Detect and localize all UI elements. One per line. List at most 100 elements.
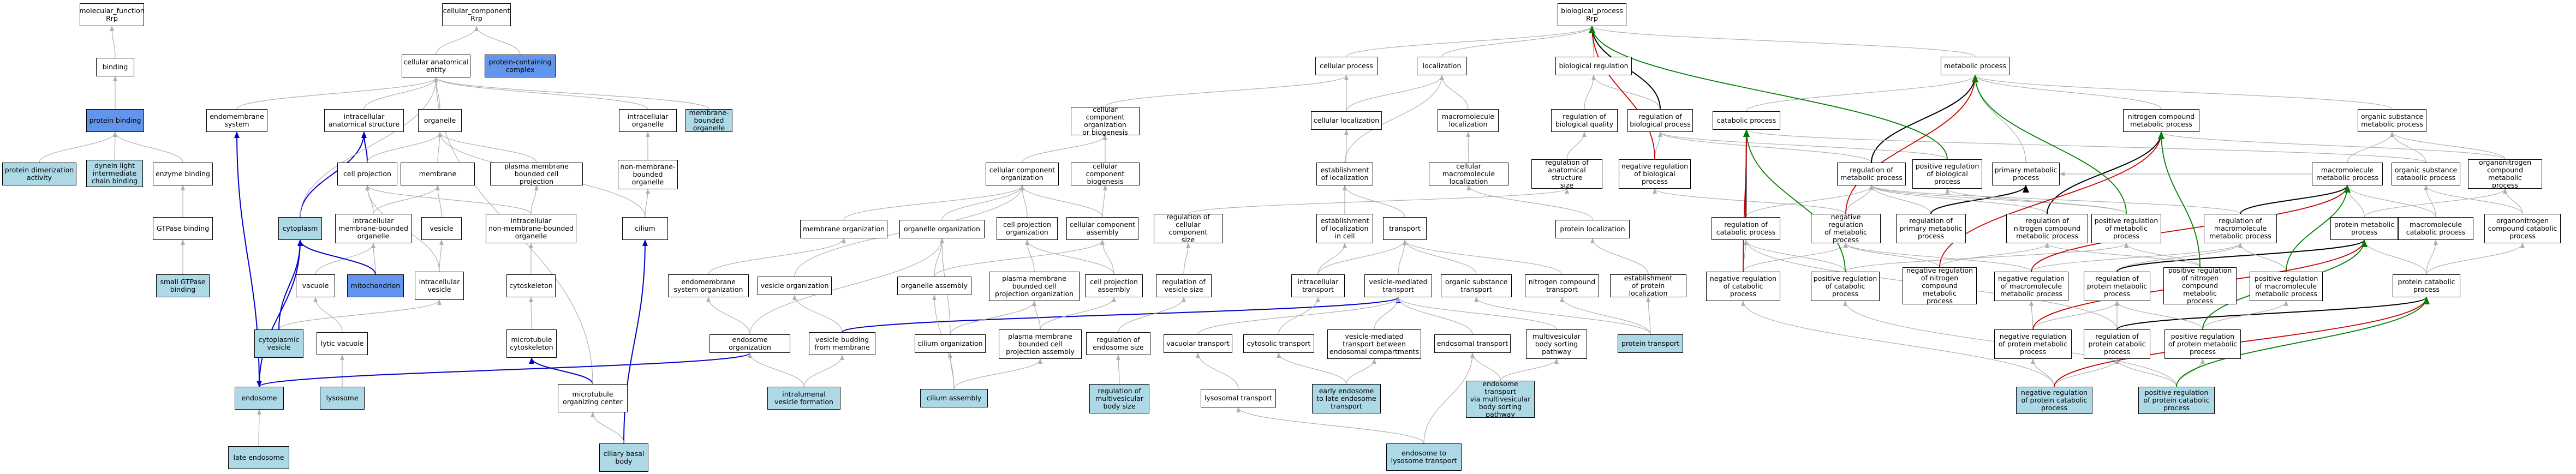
node-microtubule-cytoskeleton[interactable]: microtubule cytoskeleton	[506, 329, 557, 358]
node-endosome-organization[interactable]: endosome organization	[709, 334, 790, 353]
node-positive-regulation-of-protein-metabolic-process[interactable]: positive regulation of protein metabolic…	[2164, 329, 2241, 359]
node-cellular-component-organization-or-biogenesis[interactable]: cellular component organization or bioge…	[1071, 106, 1140, 136]
node-protein-binding[interactable]: protein binding	[86, 109, 144, 132]
node-enzyme-binding[interactable]: enzyme binding	[153, 163, 213, 185]
node-protein-metabolic-process[interactable]: protein metabolic process	[2330, 217, 2398, 240]
node-endomembrane-system-organization[interactable]: endomembrane system organization	[668, 274, 749, 297]
node-regulation-of-multivesicular-body-size[interactable]: regulation of multivesicular body size	[1089, 384, 1149, 413]
node-cell-projection[interactable]: intracellular organelle	[619, 109, 677, 132]
node-negative-regulation-of-metabolic-process[interactable]: negative regulation of metabolic process	[1811, 213, 1881, 244]
node-vacuole[interactable]: vacuole	[296, 274, 335, 297]
node-organelle-assembly[interactable]: organelle assembly	[897, 277, 971, 295]
node-cytoplasm[interactable]: cytoplasm	[278, 217, 322, 240]
node-catabolic-process[interactable]: catabolic process	[1713, 111, 1780, 130]
node-macromolecule-localization[interactable]: macromolecule localization	[1438, 109, 1499, 132]
node-cilium-organization[interactable]: cilium organization	[915, 334, 986, 353]
node-metabolic-process[interactable]: metabolic process	[1941, 57, 2009, 75]
node-intracellular-anatomical-structure[interactable]: intracellular anatomical structure	[324, 109, 404, 132]
node-protein-dimerization-activity[interactable]: protein dimerization activity	[2, 163, 76, 185]
node-lysosome[interactable]: lysosome	[320, 387, 365, 410]
node-intralumenal-vesicle-formation[interactable]: intralumenal vesicle formation	[767, 387, 840, 410]
node-negative-regulation-of-protein-catabolic-process[interactable]: negative regulation of protein catabolic…	[2016, 387, 2092, 414]
node-endosomal-transport[interactable]: endosomal transport	[1434, 334, 1511, 353]
node-cytosolic-transport[interactable]: cytosolic transport	[1243, 334, 1314, 353]
node-vesicle-organization[interactable]: vesicle organization	[758, 277, 832, 295]
node-regulation-of-biological-quality[interactable]: regulation of biological quality	[1551, 109, 1618, 132]
node-endosome-to-lysosome-transport[interactable]: endosome to lysosome transport	[1386, 443, 1462, 471]
node-regulation-of-macromolecule-metabolic-process[interactable]: regulation of macromolecule metabolic pr…	[2204, 214, 2277, 243]
node-intracellular-non-membrane-bounded-organelle[interactable]: intracellular non-membrane-bounded organ…	[486, 214, 576, 243]
node-cellular-component-biogenesis[interactable]: cellular component biogenesis	[1071, 163, 1140, 185]
node-organelle[interactable]: organelle	[418, 109, 462, 132]
node-non-membrane-bounded-organelle[interactable]: plasma membrane bounded cell projection	[490, 163, 583, 185]
node-regulation-of-protein-catabolic-process[interactable]: regulation of protein catabolic process	[2084, 329, 2150, 359]
node-dynein-light-intermediate-chain-binding[interactable]: dynein light intermediate chain binding	[86, 160, 143, 187]
node-microtubule-organizing-center[interactable]: microtubule organizing center	[558, 384, 628, 412]
node-biological-process[interactable]: biological_process Rrp	[1558, 3, 1626, 26]
node-cellular-anatomical-entity[interactable]: cellular anatomical entity	[402, 55, 470, 77]
node-positive-regulation-of-metabolic-process[interactable]: positive regulation of metabolic process	[2091, 214, 2161, 243]
node-ciliary-basal-body[interactable]: ciliary basal body	[599, 443, 648, 472]
node-vesicle-budding-from-membrane[interactable]: vesicle budding from membrane	[809, 332, 875, 355]
node-lytic-vacuole[interactable]: lytic vacuole	[317, 332, 368, 355]
node-cellular-localization[interactable]: cellular localization	[1311, 111, 1382, 130]
node-plasma-membrane-bounded-cell-projection-organization[interactable]: plasma membrane bounded cell projection …	[989, 272, 1080, 301]
node-organonitrogen-compound-catabolic-process[interactable]: organonitrogen compound catabolic proces…	[2484, 214, 2561, 243]
node-positive-regulation-of-nitrogen-compound-metabolic-process[interactable]: positive regulation of nitrogen compound…	[2163, 267, 2237, 305]
node-plasma-membrane-bounded-cell-projection[interactable]: non-membrane-bounded organelle	[618, 160, 678, 189]
node-membrane-bounded-organelle[interactable]: membrane	[401, 163, 475, 185]
node-intracellular-transport[interactable]: intracellular transport	[1291, 274, 1345, 297]
node-molecular-function[interactable]: molecular_function Rrp	[79, 3, 145, 26]
node-regulation-of-primary-metabolic-process[interactable]: regulation of primary metabolic process	[1896, 214, 1966, 243]
node-positive-regulation-of-catabolic-process[interactable]: positive regulation of catabolic process	[1811, 272, 1880, 301]
node-regulation-of-nitrogen-compound-metabolic-process[interactable]: regulation of nitrogen compound metaboli…	[2006, 214, 2088, 243]
node-primary-metabolic-process[interactable]: primary metabolic process	[1992, 163, 2060, 185]
node-late-endosome[interactable]: late endosome	[228, 446, 289, 469]
node-organic-substance-transport[interactable]: organic substance transport	[1441, 274, 1512, 297]
node-cellular-component[interactable]: cellular_component Rrp	[442, 3, 511, 26]
node-plasma-membrane-bounded-cell-projection-assembly[interactable]: plasma membrane bounded cell projection …	[999, 329, 1082, 359]
node-localization[interactable]: localization	[1417, 57, 1467, 75]
node-negative-regulation-of-catabolic-process[interactable]: negative regulation of catabolic process	[1706, 272, 1780, 301]
node-cellular-process[interactable]: cellular process	[1315, 57, 1378, 75]
node-cellular-component-organization[interactable]: cellular component organization	[986, 163, 1059, 185]
node-membrane-organization[interactable]: membrane organization	[800, 220, 887, 238]
node-gtpase-binding[interactable]: GTPase binding	[153, 217, 213, 240]
node-cytoskeleton[interactable]: cytoskeleton	[506, 274, 556, 297]
node-protein-catabolic-process[interactable]: protein catabolic process	[2393, 274, 2460, 297]
node-establishment-of-protein-localization[interactable]: establishment of protein localization	[1610, 274, 1686, 297]
node-biological-regulation[interactable]: biological regulation	[1555, 57, 1632, 75]
node-positive-regulation-of-macromolecule-metabolic-process[interactable]: positive regulation of macromolecule met…	[2250, 272, 2323, 301]
node-membrane[interactable]: membrane-bounded organelle	[685, 109, 732, 132]
node-organic-substance-metabolic-process[interactable]: organic substance metabolic process	[2358, 109, 2426, 132]
node-macromolecule-catabolic-process[interactable]: macromolecule catabolic process	[2398, 217, 2473, 240]
node-negative-regulation-of-protein-metabolic-process[interactable]: negative regulation of protein metabolic…	[1994, 329, 2072, 359]
node-small-gtpase-binding[interactable]: small GTPase binding	[156, 274, 210, 297]
node-macromolecule-metabolic-process[interactable]: macromolecule metabolic process	[2312, 163, 2383, 185]
node-cellular-macromolecule-localization[interactable]: cellular macromolecule localization	[1429, 163, 1508, 185]
node-transport[interactable]: transport	[1383, 217, 1427, 240]
node-cell-projection-assembly[interactable]: cell projection assembly	[1085, 274, 1143, 297]
node-protein-localization[interactable]: protein localization	[1555, 220, 1630, 238]
node-nitrogen-compound-transport[interactable]: nitrogen compound transport	[1525, 274, 1599, 297]
node-intracellular-vesicle[interactable]: intracellular vesicle	[415, 272, 464, 300]
node-multivesicular-body-sorting-pathway[interactable]: multivesicular body sorting pathway	[1526, 329, 1587, 359]
node-regulation-of-biological-process[interactable]: regulation of biological process	[1627, 109, 1693, 132]
node-vesicle-mediated-transport[interactable]: vesicle-mediated transport	[1364, 274, 1432, 297]
node-protein-transport[interactable]: protein transport	[1618, 334, 1683, 353]
node-regulation-of-anatomical-structure-size[interactable]: regulation of anatomical structure size	[1531, 159, 1602, 189]
node-binding[interactable]: binding	[96, 58, 134, 76]
node-vesicle-mediated-transport-between-endosomal-compartments[interactable]: vesicle-mediated transport between endos…	[1327, 329, 1421, 359]
node-nitrogen-compound-metabolic-process[interactable]: nitrogen compound metabolic process	[2123, 109, 2199, 132]
node-cell-projection-organization[interactable]: cell projection organization	[997, 217, 1058, 240]
node-regulation-of-endosome-size[interactable]: regulation of endosome size	[1086, 332, 1150, 355]
node-endomembrane-system[interactable]: endomembrane system	[206, 109, 267, 132]
node-organic-substance-catabolic-process[interactable]: organic substance catabolic process	[2392, 163, 2460, 185]
node-endosome-transport-via-multivesicular-body-sorting-pathway[interactable]: endosome transport via multivesicular bo…	[1466, 380, 1535, 418]
node-cellular-component-assembly[interactable]: cellular component assembly	[1066, 217, 1138, 240]
node-lysosomal-transport[interactable]: lysosomal transport	[1201, 389, 1276, 407]
node-organonitrogen-compound-metabolic-process[interactable]: organonitrogen compound metabolic proces…	[2468, 159, 2542, 189]
node-establishment-of-localization-in-cell[interactable]: establishment of localization in cell	[1316, 214, 1373, 243]
node-negative-regulation-of-nitrogen-compound-metabolic-process[interactable]: negative regulation of nitrogen compound…	[1903, 267, 1977, 305]
node-vesicle[interactable]: vesicle	[421, 217, 462, 240]
